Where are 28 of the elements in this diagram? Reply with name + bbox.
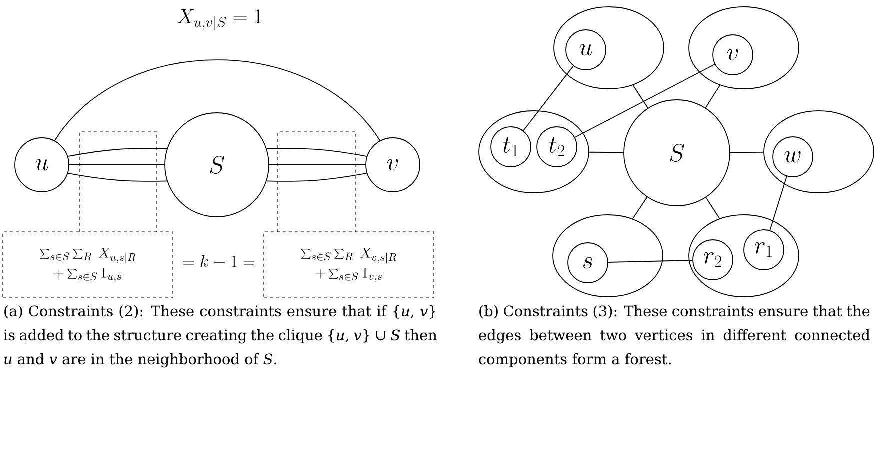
edge-line	[68, 148, 168, 157]
formula-box: $\sum_{s\in S}\sum_R\ X_{u,s|R}$ $+\sum_{s\in S}1_{u,s}$	[2, 232, 174, 298]
edge-label: $X_{u,v|S} = 1$	[177, 9, 262, 31]
edge-line	[632, 196, 648, 220]
component-ellipse	[552, 214, 664, 298]
edge-line	[730, 152, 764, 154]
edge-line	[266, 173, 368, 182]
edge-line	[589, 152, 624, 154]
equation-label: $= k - 1 =$	[183, 255, 255, 268]
edge-line	[632, 84, 648, 109]
edge-line	[269, 164, 366, 166]
caption: (b) Constraints (3): These constraints ensure that the edges between two vertices in different connected components form a forest.	[479, 305, 870, 368]
edge-line	[770, 176, 788, 231]
edge-line	[706, 197, 720, 220]
component-ellipse	[688, 214, 800, 298]
formula-box: $\sum_{s\in S}\sum_R\ X_{v,s|R}$ $+\sum_{s\in S}1_{v,s}$	[264, 232, 434, 298]
edge-line	[608, 260, 694, 263]
component-ellipse	[478, 110, 590, 194]
edge-line	[523, 66, 574, 132]
edge-line	[266, 148, 368, 157]
component-ellipse	[688, 6, 800, 90]
caption: (a) Constraints (2): These constraints ensure that if {u, v} is added to the structure creating the clique {u, v} ∪ S then u and v are in the neighborhood of S.	[4, 305, 438, 368]
edge-line	[574, 64, 716, 138]
edge-line	[705, 84, 721, 108]
edge-line	[54, 60, 381, 142]
edge-line	[68, 173, 168, 182]
edge-line	[69, 164, 165, 166]
component-ellipse	[554, 6, 664, 90]
